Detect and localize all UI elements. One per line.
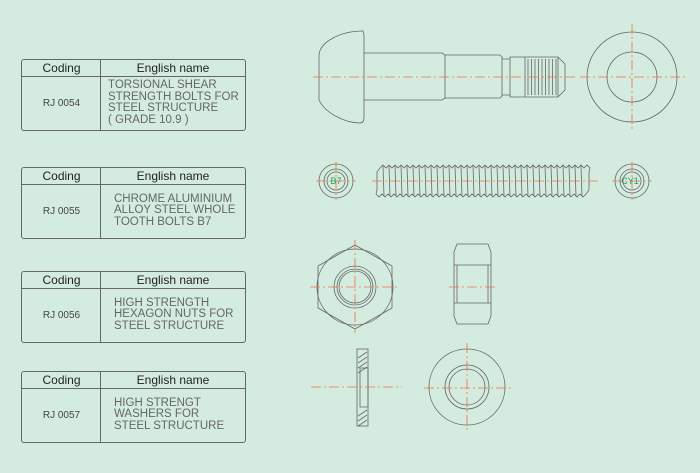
torsional-shear-bolt-side-view <box>313 30 576 124</box>
product-table: Coding English name RJ 0057 HIGH STRENGT… <box>21 371 246 443</box>
table-header <box>22 60 245 77</box>
product-table: Coding English name RJ 0055 CHROME ALUMI… <box>21 167 246 239</box>
english-name-header: English name <box>136 169 210 183</box>
stud-bolt-side-view <box>372 164 598 198</box>
washer-front-view <box>424 343 511 433</box>
coding-header: Coding <box>42 61 81 75</box>
name-line: HIGH STRENGT <box>114 396 201 409</box>
torsional-shear-bolt-end-view <box>580 24 685 130</box>
hex-nut-front-view <box>310 240 400 333</box>
name-line: ALLOY STEEL WHOLE <box>114 204 236 217</box>
table-header <box>22 372 245 389</box>
name-line: STEEL STRUCTURE <box>114 319 225 332</box>
column-divider <box>100 372 101 442</box>
product-code: RJ 0054 <box>42 97 81 109</box>
column-divider <box>100 272 101 342</box>
product-table: Coding English name RJ 0056 HIGH STRENGT… <box>21 271 246 343</box>
name-line: ( GRADE 10.9 ) <box>108 113 189 126</box>
table-header <box>22 168 245 185</box>
product-code: RJ 0055 <box>42 205 81 217</box>
stud-bolt-end-view-left: B7 <box>316 162 356 200</box>
coding-header: Coding <box>42 373 81 387</box>
name-line: TORSIONAL SHEAR <box>108 79 217 91</box>
product-table: Coding English name RJ 0054 TORSIONAL SH… <box>21 59 246 131</box>
name-line: WASHERS FOR <box>114 408 200 421</box>
english-name-header: English name <box>136 61 210 75</box>
washer-section-view <box>311 348 402 427</box>
name-line: CHROME ALUMINIUM <box>114 192 233 205</box>
english-name-header: English name <box>136 273 210 287</box>
english-name-header: English name <box>136 373 210 387</box>
product-code: RJ 0056 <box>42 309 81 321</box>
name-line: STEEL STRUCTURE <box>114 419 225 432</box>
b7-mark: B7 <box>330 176 341 186</box>
coding-header: Coding <box>42 273 81 287</box>
name-line: TOOTH BOLTS B7 <box>114 215 212 228</box>
product-code: RJ 0057 <box>42 409 81 421</box>
name-line: STEEL STRUCTURE <box>108 102 219 114</box>
coding-header: Coding <box>42 169 81 183</box>
column-divider <box>100 168 101 238</box>
name-line: HEXAGON NUTS FOR <box>114 308 234 321</box>
cy1-mark: CY1 <box>621 176 639 186</box>
name-line: HIGH STRENGTH <box>114 296 210 309</box>
hex-nut-side-view <box>449 243 496 325</box>
stud-bolt-end-view-right: CY1 <box>612 162 652 200</box>
column-divider <box>100 60 101 130</box>
name-line: STRENGTH BOLTS FOR <box>108 90 239 103</box>
table-header <box>22 272 245 289</box>
